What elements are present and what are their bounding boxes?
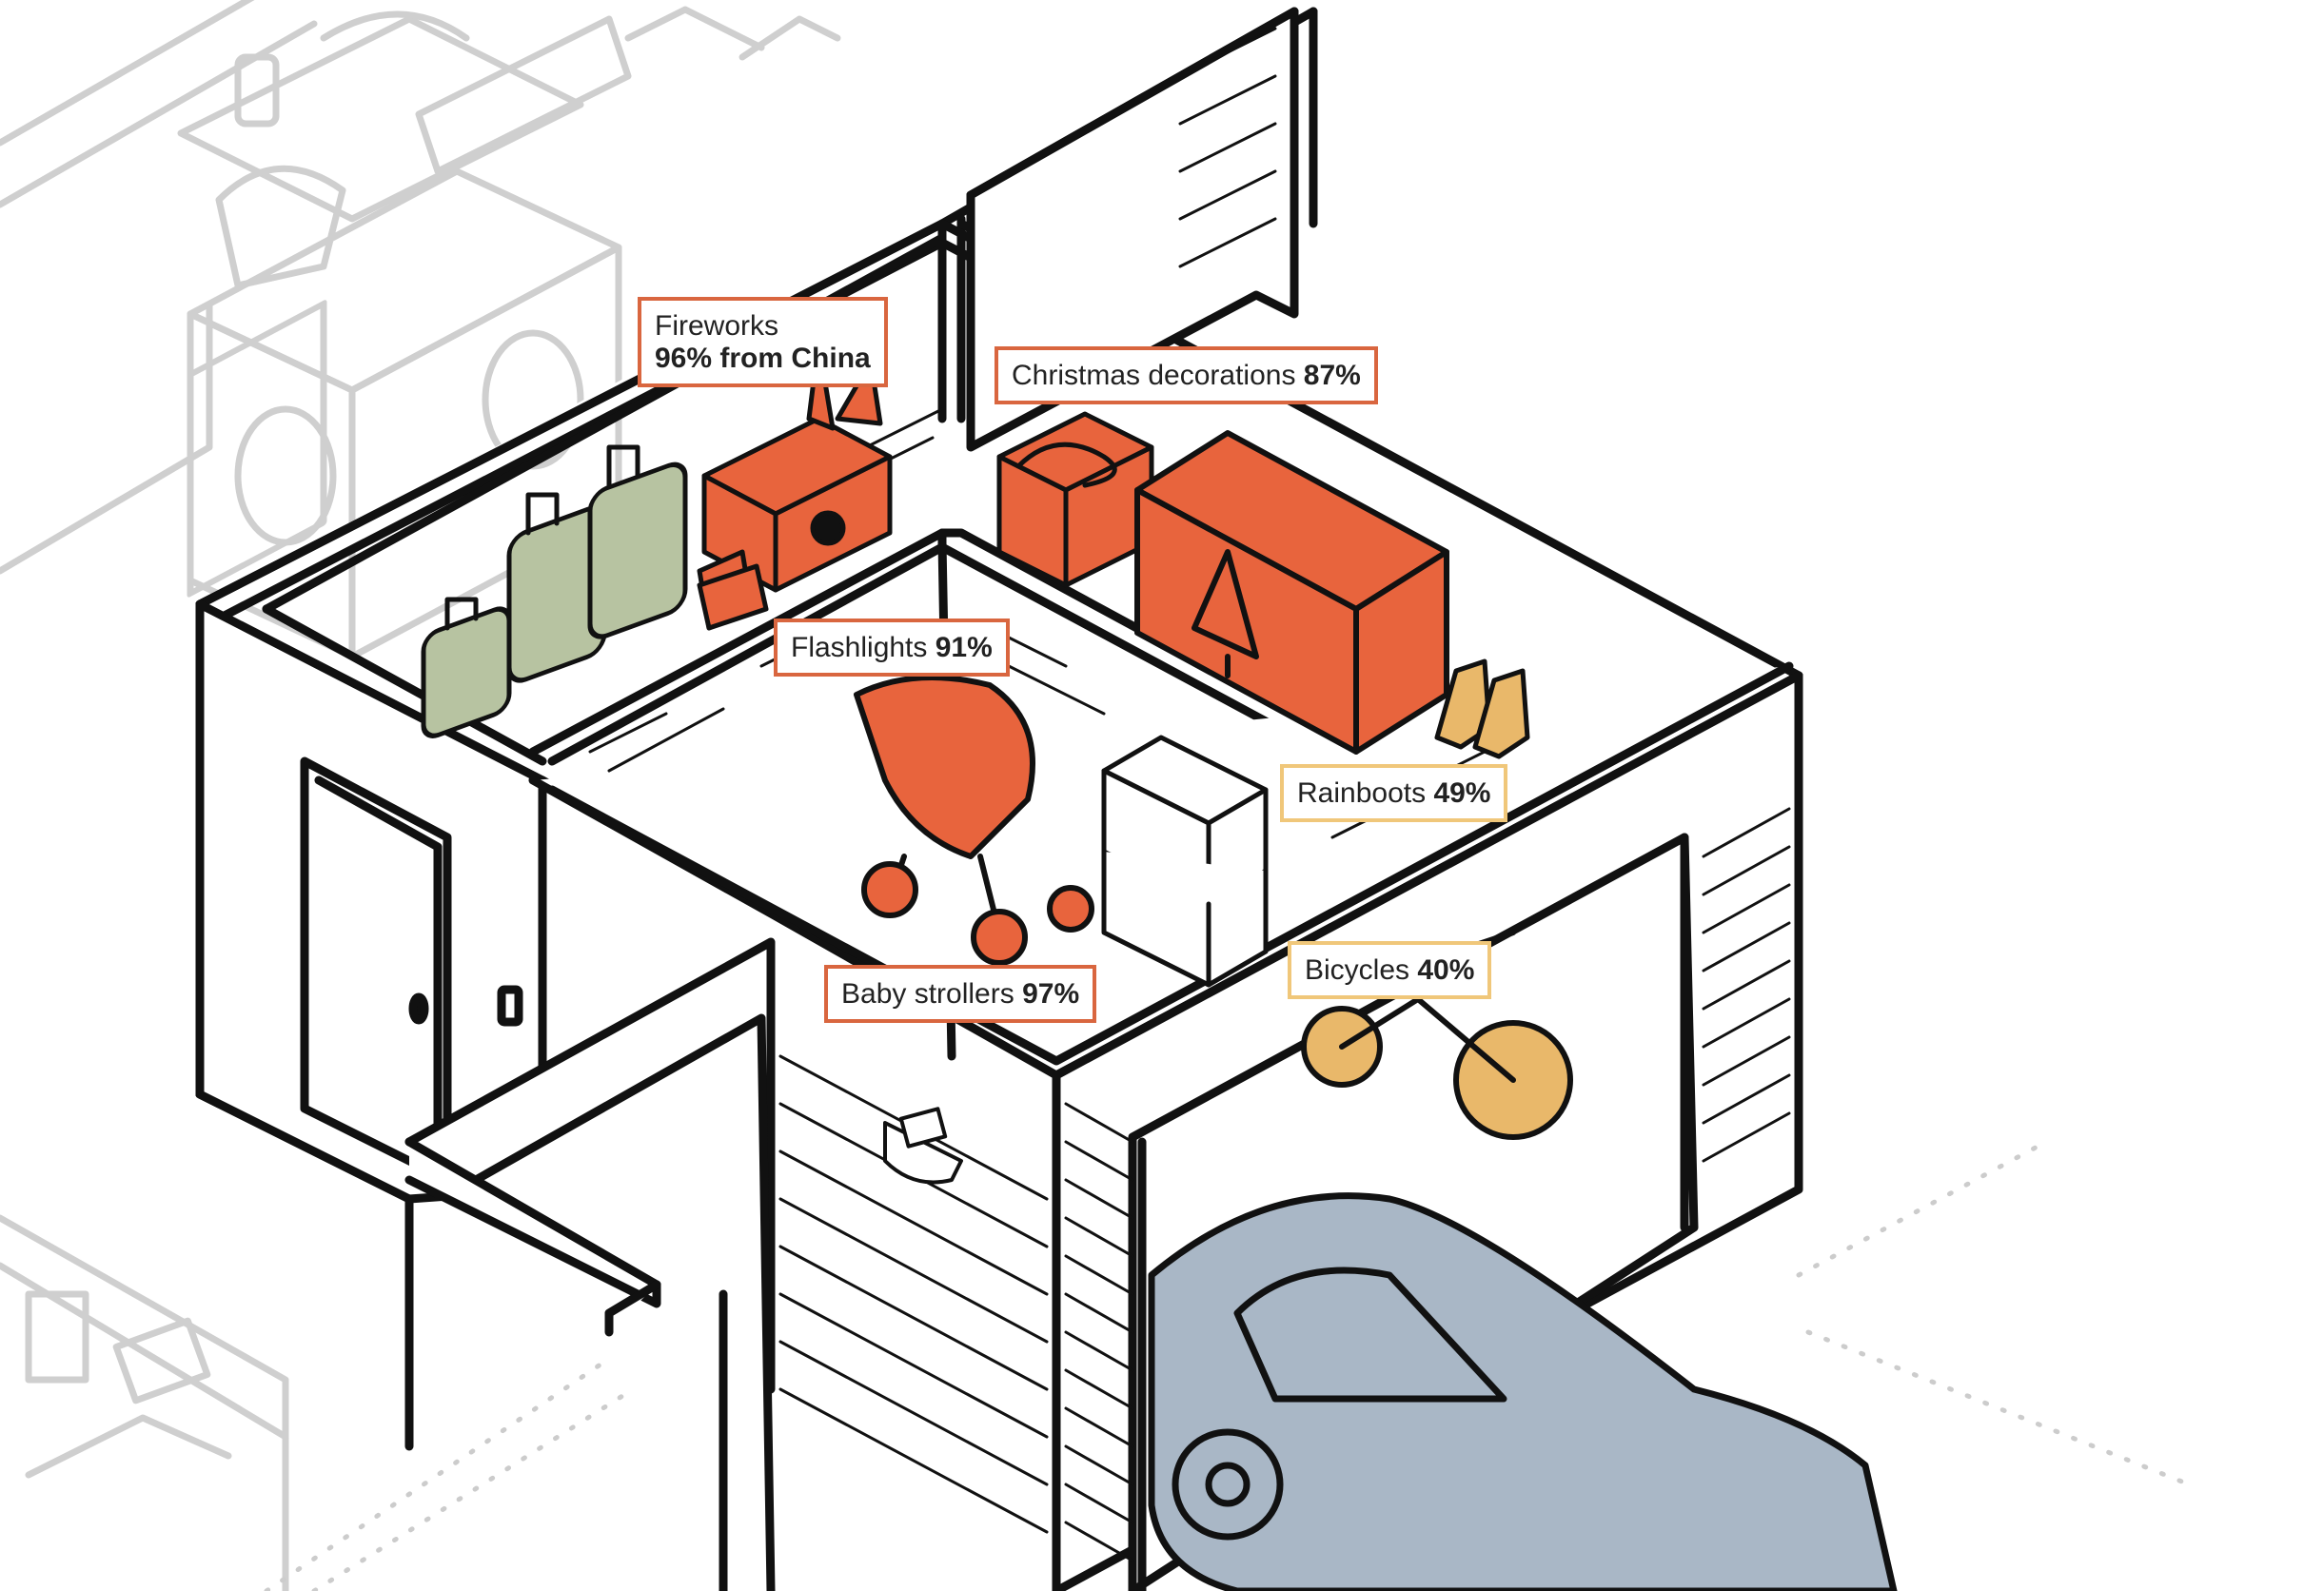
flashlight-icon: [697, 563, 769, 631]
callout-flashlights-name: Flashlights: [791, 632, 936, 663]
baby-stroller-icon: [854, 675, 1094, 966]
storage-bins-icon: [1101, 735, 1269, 988]
bicycle-icon: [1301, 930, 1573, 1140]
callout-bicycles-value: 40%: [1417, 954, 1475, 986]
callout-rainboots-name: Rainboots: [1297, 777, 1434, 809]
callout-strollers-value: 97%: [1022, 978, 1080, 1010]
callout-baby-strollers: Baby strollers 97%: [824, 965, 1097, 1023]
car-icon: [1148, 1192, 1898, 1591]
callout-bicycles: Bicycles 40%: [1288, 941, 1492, 999]
callout-rainboots: Rainboots 49%: [1280, 764, 1508, 822]
rainboots-icon: [1434, 658, 1530, 759]
callout-flashlights: Flashlights 91%: [774, 619, 1010, 677]
callout-flashlights-value: 91%: [935, 632, 993, 663]
wall-siding: [778, 27, 1791, 1562]
christmas-lights-box-icon: [996, 411, 1154, 588]
suitcase-icon: [421, 444, 688, 738]
callout-fireworks-name: Fireworks: [655, 310, 779, 342]
callout-christmas-value: 87%: [1303, 360, 1361, 391]
callout-rainboots-value: 49%: [1433, 777, 1491, 809]
callout-fireworks: Fireworks 96% from China: [638, 297, 888, 387]
laundry-room-background: [0, 0, 841, 1591]
christmas-tree-box-icon: [1134, 430, 1449, 755]
callout-strollers-name: Baby strollers: [841, 978, 1023, 1010]
mail-holder-icon: [883, 1107, 963, 1185]
callout-christmas-decorations: Christmas decorations 87%: [995, 346, 1378, 404]
callout-christmas-name: Christmas decorations: [1012, 360, 1304, 391]
callout-fireworks-value: 96% from China: [655, 343, 871, 374]
callout-bicycles-name: Bicycles: [1305, 954, 1418, 986]
